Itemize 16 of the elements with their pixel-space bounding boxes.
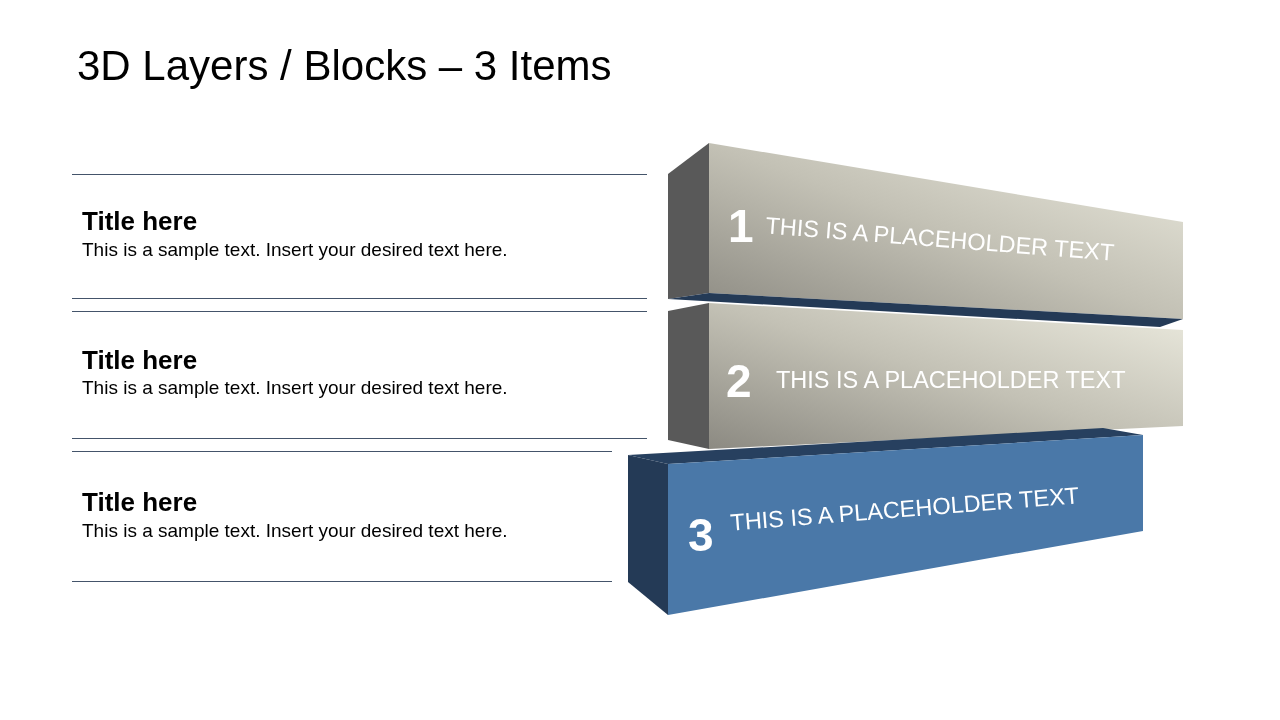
section-title: Title here bbox=[82, 347, 198, 373]
block-label: THIS IS A PLACEHOLDER TEXT bbox=[729, 484, 1080, 536]
block-label: THIS IS A PLACEHOLDER TEXT bbox=[776, 369, 1126, 393]
section-title: Title here bbox=[82, 489, 198, 515]
step-number: 1 bbox=[728, 203, 754, 249]
step-number: 2 bbox=[726, 358, 752, 404]
section-title: Title here bbox=[82, 208, 198, 234]
section-text: This is a sample text. Insert your desired text here. bbox=[82, 378, 508, 397]
slide-title: 3D Layers / Blocks – 3 Items bbox=[77, 45, 612, 87]
section-text: This is a sample text. Insert your desired text here. bbox=[82, 240, 508, 259]
text-section bbox=[72, 311, 647, 439]
block-label: THIS IS A PLACEHOLDER TEXT bbox=[764, 214, 1115, 266]
step-number: 3 bbox=[688, 512, 714, 558]
text-section bbox=[72, 174, 647, 299]
text-section bbox=[72, 451, 612, 582]
section-text: This is a sample text. Insert your desired text here. bbox=[82, 521, 508, 540]
